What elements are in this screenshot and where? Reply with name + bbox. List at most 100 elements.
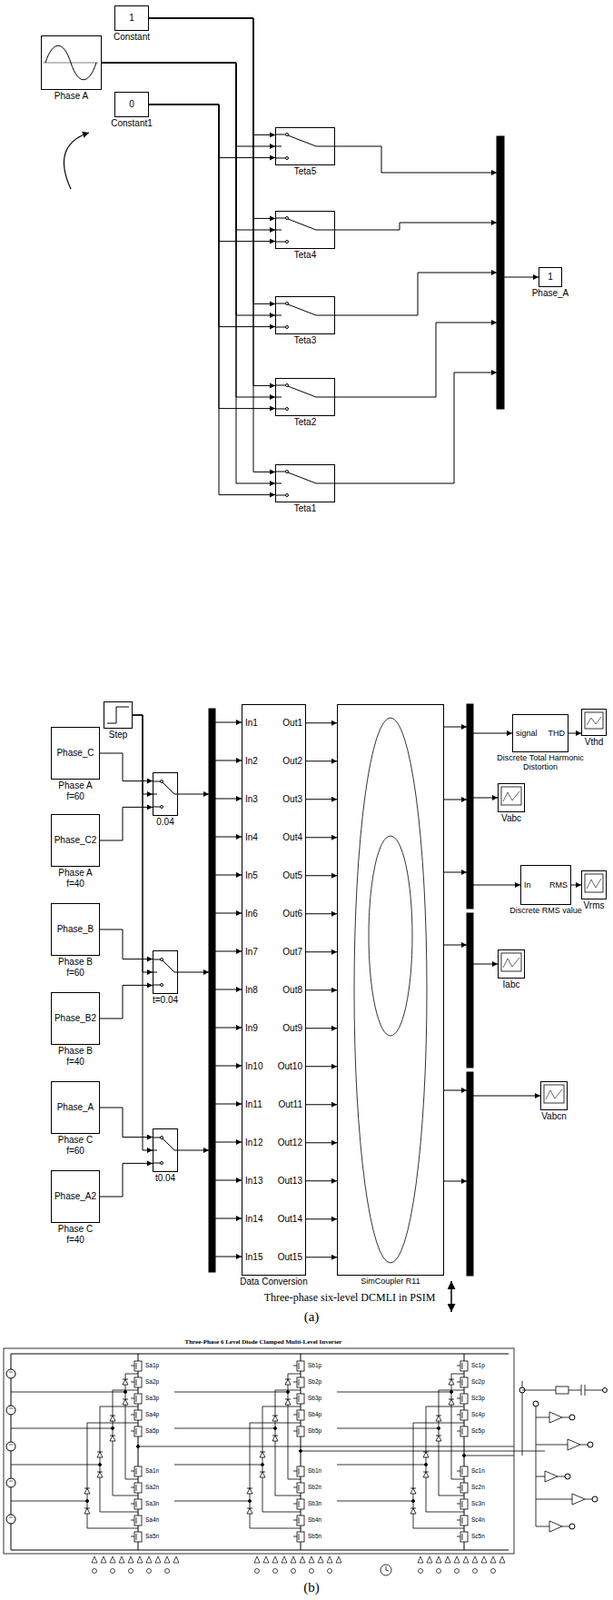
diode-symbol [272,1414,278,1421]
junction-dot [425,1463,428,1466]
clamp-diode-wire [112,1494,139,1496]
igbt-symbol [460,1409,468,1420]
diode-symbol [285,1378,291,1385]
port-label: In11 [245,1098,263,1110]
block-label: 0.04 [156,816,174,828]
circuit-frame [3,1347,515,1553]
amplifier-symbol [544,1470,558,1482]
signal-wire [306,950,337,952]
signal-wire [99,752,153,782]
igbt-symbol [460,1498,468,1509]
amplifier-symbol [549,1411,563,1423]
gate-signal-source [309,1568,315,1573]
igbt-symbol [462,1467,464,1474]
signal-wire [306,1255,337,1257]
bus-wire [215,1103,242,1105]
block-label: Phase B f=40 [50,1045,100,1067]
clamp-level-wire [174,1463,263,1465]
port-label: signal [515,728,538,738]
diode-symbol [435,1434,442,1441]
switch-contact [286,157,289,160]
diode-symbol [423,1471,429,1477]
clamp-diode-wire [287,1373,289,1479]
constant-block: 0Constant1 [114,91,149,118]
port-label: In10 [245,1060,263,1072]
bus-wire [444,726,467,728]
junction-dot [463,1453,466,1457]
clamp-diode-wire [438,1389,440,1495]
switch-label: Sc3p [471,1394,485,1401]
gate-signal-source [473,1568,478,1573]
gate-driver-symbol [308,1555,315,1563]
signal-wire [306,912,337,914]
measure-node [564,1473,571,1479]
block-label: Vrms [583,899,605,911]
block-label: Iabc [503,978,521,990]
igbt-symbol [296,1376,305,1387]
clamp-diode-wire [99,1405,101,1512]
subsystem-block: Phase_BPhase B f=60 [50,902,100,956]
switch-contact [286,240,289,244]
bus-wire [215,1179,242,1181]
switch-label: Sb2p [307,1377,322,1385]
dc-source-symbol [6,1513,16,1523]
igbt-gate [130,1502,135,1504]
clamp-diode-wire [413,1527,465,1529]
clamp-level-wire [10,1391,126,1393]
diode-symbol [272,1434,278,1441]
scope-trace [503,957,520,968]
switch-label: Sa1p [145,1361,159,1368]
igbt-symbol [462,1362,464,1369]
clamp-diode-wire [125,1373,127,1479]
port-label: Out3 [282,793,303,805]
igbt-symbol [134,1425,142,1436]
diode-symbol [435,1434,442,1436]
dc-source-sign [9,1516,13,1518]
port-label: In2 [245,755,258,767]
switch-label: Sa4p [145,1410,159,1417]
port-label: Out6 [282,908,303,920]
bus-wire [215,798,242,800]
gate-signal-source [147,1568,152,1573]
switch-label: Sb4n [307,1515,322,1523]
igbt-symbol [462,1516,464,1523]
diode-symbol [247,1487,253,1493]
switch-block: t0.04 [152,1127,178,1172]
block-label: Teta4 [294,249,317,261]
gate-signal-source [255,1568,260,1573]
junction-dot [137,1444,140,1448]
igbt-symbol [462,1427,464,1434]
gate-signal-source [291,1568,297,1573]
igbt-gate [456,1364,461,1366]
igbt-symbol [460,1393,468,1404]
clamp-level-wire [174,1391,288,1393]
port-label: In12 [245,1137,263,1148]
switch-contact [160,805,164,809]
switch-block: Teta2 [275,377,336,416]
scope-trace [586,878,602,889]
scope-trace [545,1088,563,1099]
diode-symbol [259,1471,266,1477]
igbt-gate [130,1486,135,1488]
measure-wire [562,1416,570,1418]
scope-trace [503,790,520,801]
igbt-symbol [136,1500,138,1507]
double-arrow [450,1280,453,1312]
igbt-symbol [136,1532,138,1540]
igbt-symbol [298,1394,300,1402]
step-block: Step [103,701,133,729]
block-label: Constant [113,31,150,43]
block-label: Phase B f=60 [50,956,100,978]
igbt-symbol [298,1500,300,1507]
block-text: 1 [547,271,554,283]
igbt-symbol [298,1467,300,1474]
measure-wire [562,1525,570,1527]
measure-node [592,1495,598,1502]
signal-wire [99,1162,153,1197]
clamp-diode-wire [451,1373,465,1375]
caption-text: Three-phase six-level DCMLI in PSIM [264,1291,436,1305]
igbt-gate [130,1364,135,1366]
igbt-symbol [296,1360,305,1371]
bus-wire [444,871,467,873]
diode-symbol [435,1414,442,1421]
